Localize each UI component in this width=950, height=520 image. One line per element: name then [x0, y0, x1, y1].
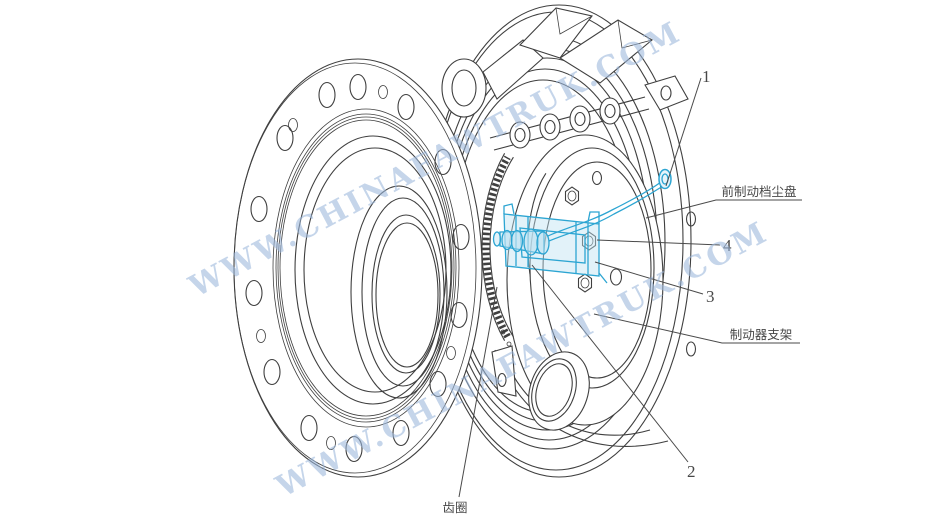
- leader-2: [531, 264, 689, 463]
- callout-1: 1: [702, 67, 711, 86]
- hub-face-bolts: [564, 186, 597, 293]
- part-labels: 前制动档尘盘 制动器支架 齿圈: [442, 184, 802, 515]
- flange-bolt-holes: [245, 73, 470, 463]
- label-gear-ring: 齿圈: [442, 500, 467, 515]
- leader-4: [596, 239, 721, 246]
- label-brake-bracket: 制动器支架: [730, 327, 793, 342]
- callouts: 1 2 3 4: [531, 67, 732, 481]
- top-bracket-mechanism: [441, 7, 689, 151]
- hub-lower-opening: [491, 345, 669, 447]
- leader-gear-ring-label: [458, 286, 498, 498]
- wheel-hub: [481, 134, 697, 447]
- leader-brake-bracket-label: [593, 313, 800, 344]
- sensor-cable: [547, 181, 664, 242]
- hub-flange: [233, 58, 483, 478]
- callout-2: 2: [687, 462, 696, 481]
- callout-3: 3: [706, 287, 715, 306]
- abs-sensor-assembly: [492, 168, 672, 284]
- leader-1: [665, 77, 702, 187]
- abs-sensor: [492, 228, 550, 256]
- callout-4: 4: [723, 236, 732, 255]
- leader-dust-shield-label: [645, 199, 802, 219]
- label-front-dust-shield: 前制动档尘盘: [721, 184, 796, 199]
- flange-bore: [350, 185, 448, 399]
- cable-grommet: [658, 168, 672, 190]
- leader-3: [594, 261, 704, 295]
